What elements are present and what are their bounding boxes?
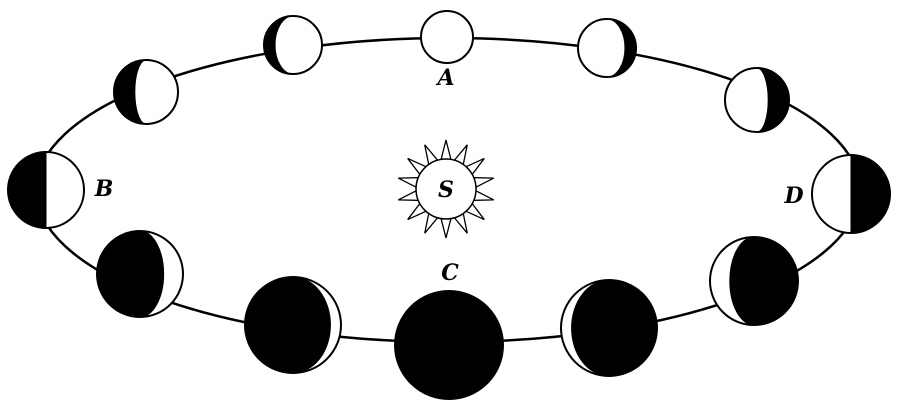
- planet-d: [811, 154, 891, 234]
- planet-a-right-1: [577, 18, 637, 78]
- planet-c-left: [244, 276, 342, 374]
- planet-a: [420, 10, 474, 64]
- planet-shadow: [756, 67, 790, 133]
- planet-d-lower: [709, 236, 799, 326]
- planet-shadow: [729, 236, 799, 326]
- planet-shadow: [96, 230, 165, 318]
- position-label-a: A: [435, 65, 454, 91]
- planet-disc: [420, 10, 474, 64]
- planets-layer: [7, 10, 891, 400]
- planet-shadow: [571, 279, 658, 377]
- planet-a-left-1: [263, 15, 323, 75]
- sun-disc: [415, 158, 477, 220]
- planet-c: [394, 290, 504, 400]
- planet-shadow: [244, 276, 331, 374]
- planet-shadow: [113, 59, 147, 125]
- planet-shadow: [7, 151, 47, 229]
- planet-shadow: [606, 18, 637, 78]
- sun: S: [397, 139, 495, 239]
- planet-b: [7, 151, 85, 229]
- position-label-b: B: [94, 176, 114, 202]
- sun-label: S: [438, 177, 454, 203]
- planet-c-right: [560, 279, 658, 377]
- planet-shadow: [850, 154, 891, 234]
- position-label-d: D: [783, 183, 803, 209]
- position-label-c: C: [441, 260, 459, 286]
- planet-b-lower: [96, 230, 184, 318]
- planet-a-right-2: [724, 67, 790, 133]
- planet-shadow: [263, 15, 294, 75]
- planet-disc: [394, 290, 504, 400]
- planet-b-upper: [113, 59, 179, 125]
